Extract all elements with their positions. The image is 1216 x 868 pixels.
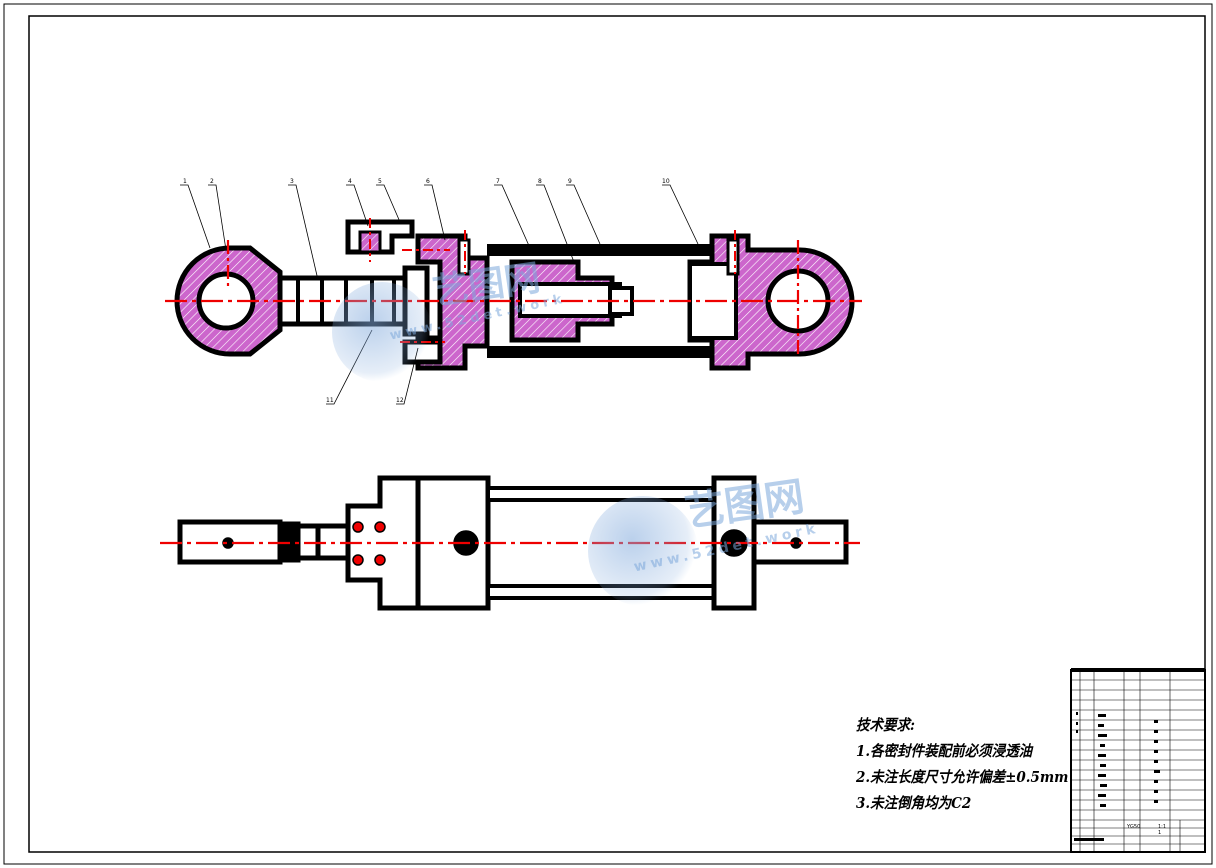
title-block: YG50 1:1 1 [1070,668,1206,853]
part-number-labels: 1 2 3 4 5 6 7 8 9 10 11 12 [183,178,670,404]
barrel-bottom-wall [487,346,712,358]
part-label: 11 [326,397,334,404]
tie-rod-top [486,486,716,502]
leader-lines [180,184,699,405]
note-item: 1.各密封件装配前必须浸透油 [856,742,1033,760]
part-label: 10 [662,178,670,185]
inner-border [28,15,1206,853]
part-label: 12 [396,397,404,404]
part-label: 4 [348,178,352,185]
exterior-holes [222,521,802,566]
part-label: 2 [210,178,214,185]
watermark-globe-bottom [588,496,698,606]
title-block-sheet: 1 [1158,830,1161,836]
part-label: 7 [496,178,500,185]
barrel-top-wall [487,244,712,256]
watermark-globe-top [332,282,432,382]
technical-requirements: 技术要求: 1.各密封件装配前必须浸透油 2.未注长度尺寸允许偏差±0.5mm … [856,712,1068,816]
part-label: 1 [183,178,187,185]
part-label: 8 [538,178,542,185]
notes-heading: 技术要求: [856,716,915,734]
part-label: 9 [568,178,572,185]
title-block-scale: 1:1 [1158,824,1166,830]
part-label: 5 [378,178,382,185]
note-item: 3.未注倒角均为C2 [856,794,972,812]
part-label: 3 [290,178,294,185]
title-block-drawing-no: YG50 [1126,824,1140,830]
part-label: 6 [426,178,430,185]
outer-border [3,3,1213,865]
section-view [165,218,862,371]
note-item: 2.未注长度尺寸允许偏差±0.5mm [856,768,1069,786]
